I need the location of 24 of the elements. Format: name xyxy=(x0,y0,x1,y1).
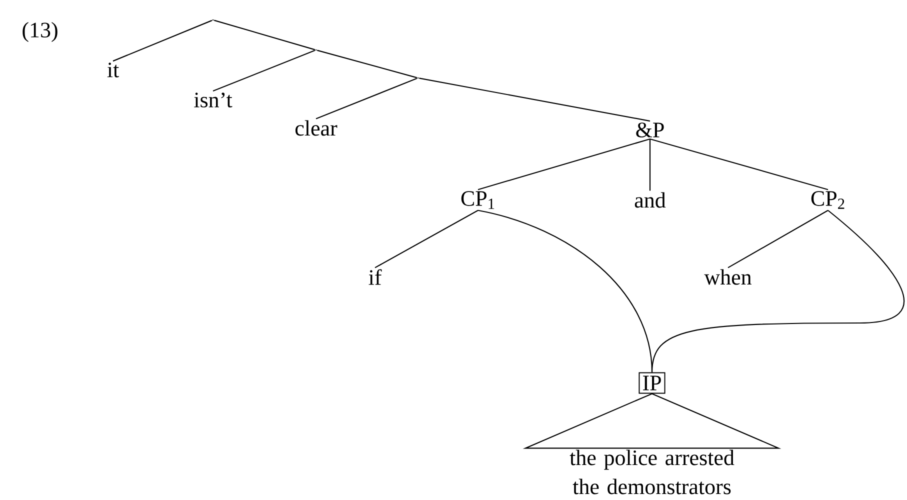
branch-line xyxy=(316,78,418,120)
tree-label: CP$_{2}$ xyxy=(811,191,844,209)
branch-line xyxy=(419,78,650,122)
branch-line xyxy=(478,138,650,190)
branch-line xyxy=(214,20,316,50)
tree-label: if xyxy=(368,269,382,285)
branch-line xyxy=(649,138,651,191)
tree-label: clear xyxy=(295,120,338,136)
tree-label: CP$_{1}$ xyxy=(461,191,494,209)
tree-label: and xyxy=(634,192,666,208)
tree-label: it xyxy=(107,62,119,78)
branch-line xyxy=(728,210,828,268)
branch-line xyxy=(374,210,478,268)
tree-label: the police arrested the demonstrators xyxy=(570,450,734,494)
branch-line xyxy=(650,138,828,190)
branch-line xyxy=(316,50,418,78)
boxed-label: IP xyxy=(638,372,666,394)
tree-label: &P xyxy=(636,122,664,138)
curved-branch xyxy=(651,210,904,372)
branch-line xyxy=(112,20,212,62)
branch-line xyxy=(212,50,316,92)
example-number: (13) xyxy=(22,22,58,42)
tree-label: when xyxy=(704,269,752,285)
tree-label: isn’t xyxy=(194,92,232,108)
